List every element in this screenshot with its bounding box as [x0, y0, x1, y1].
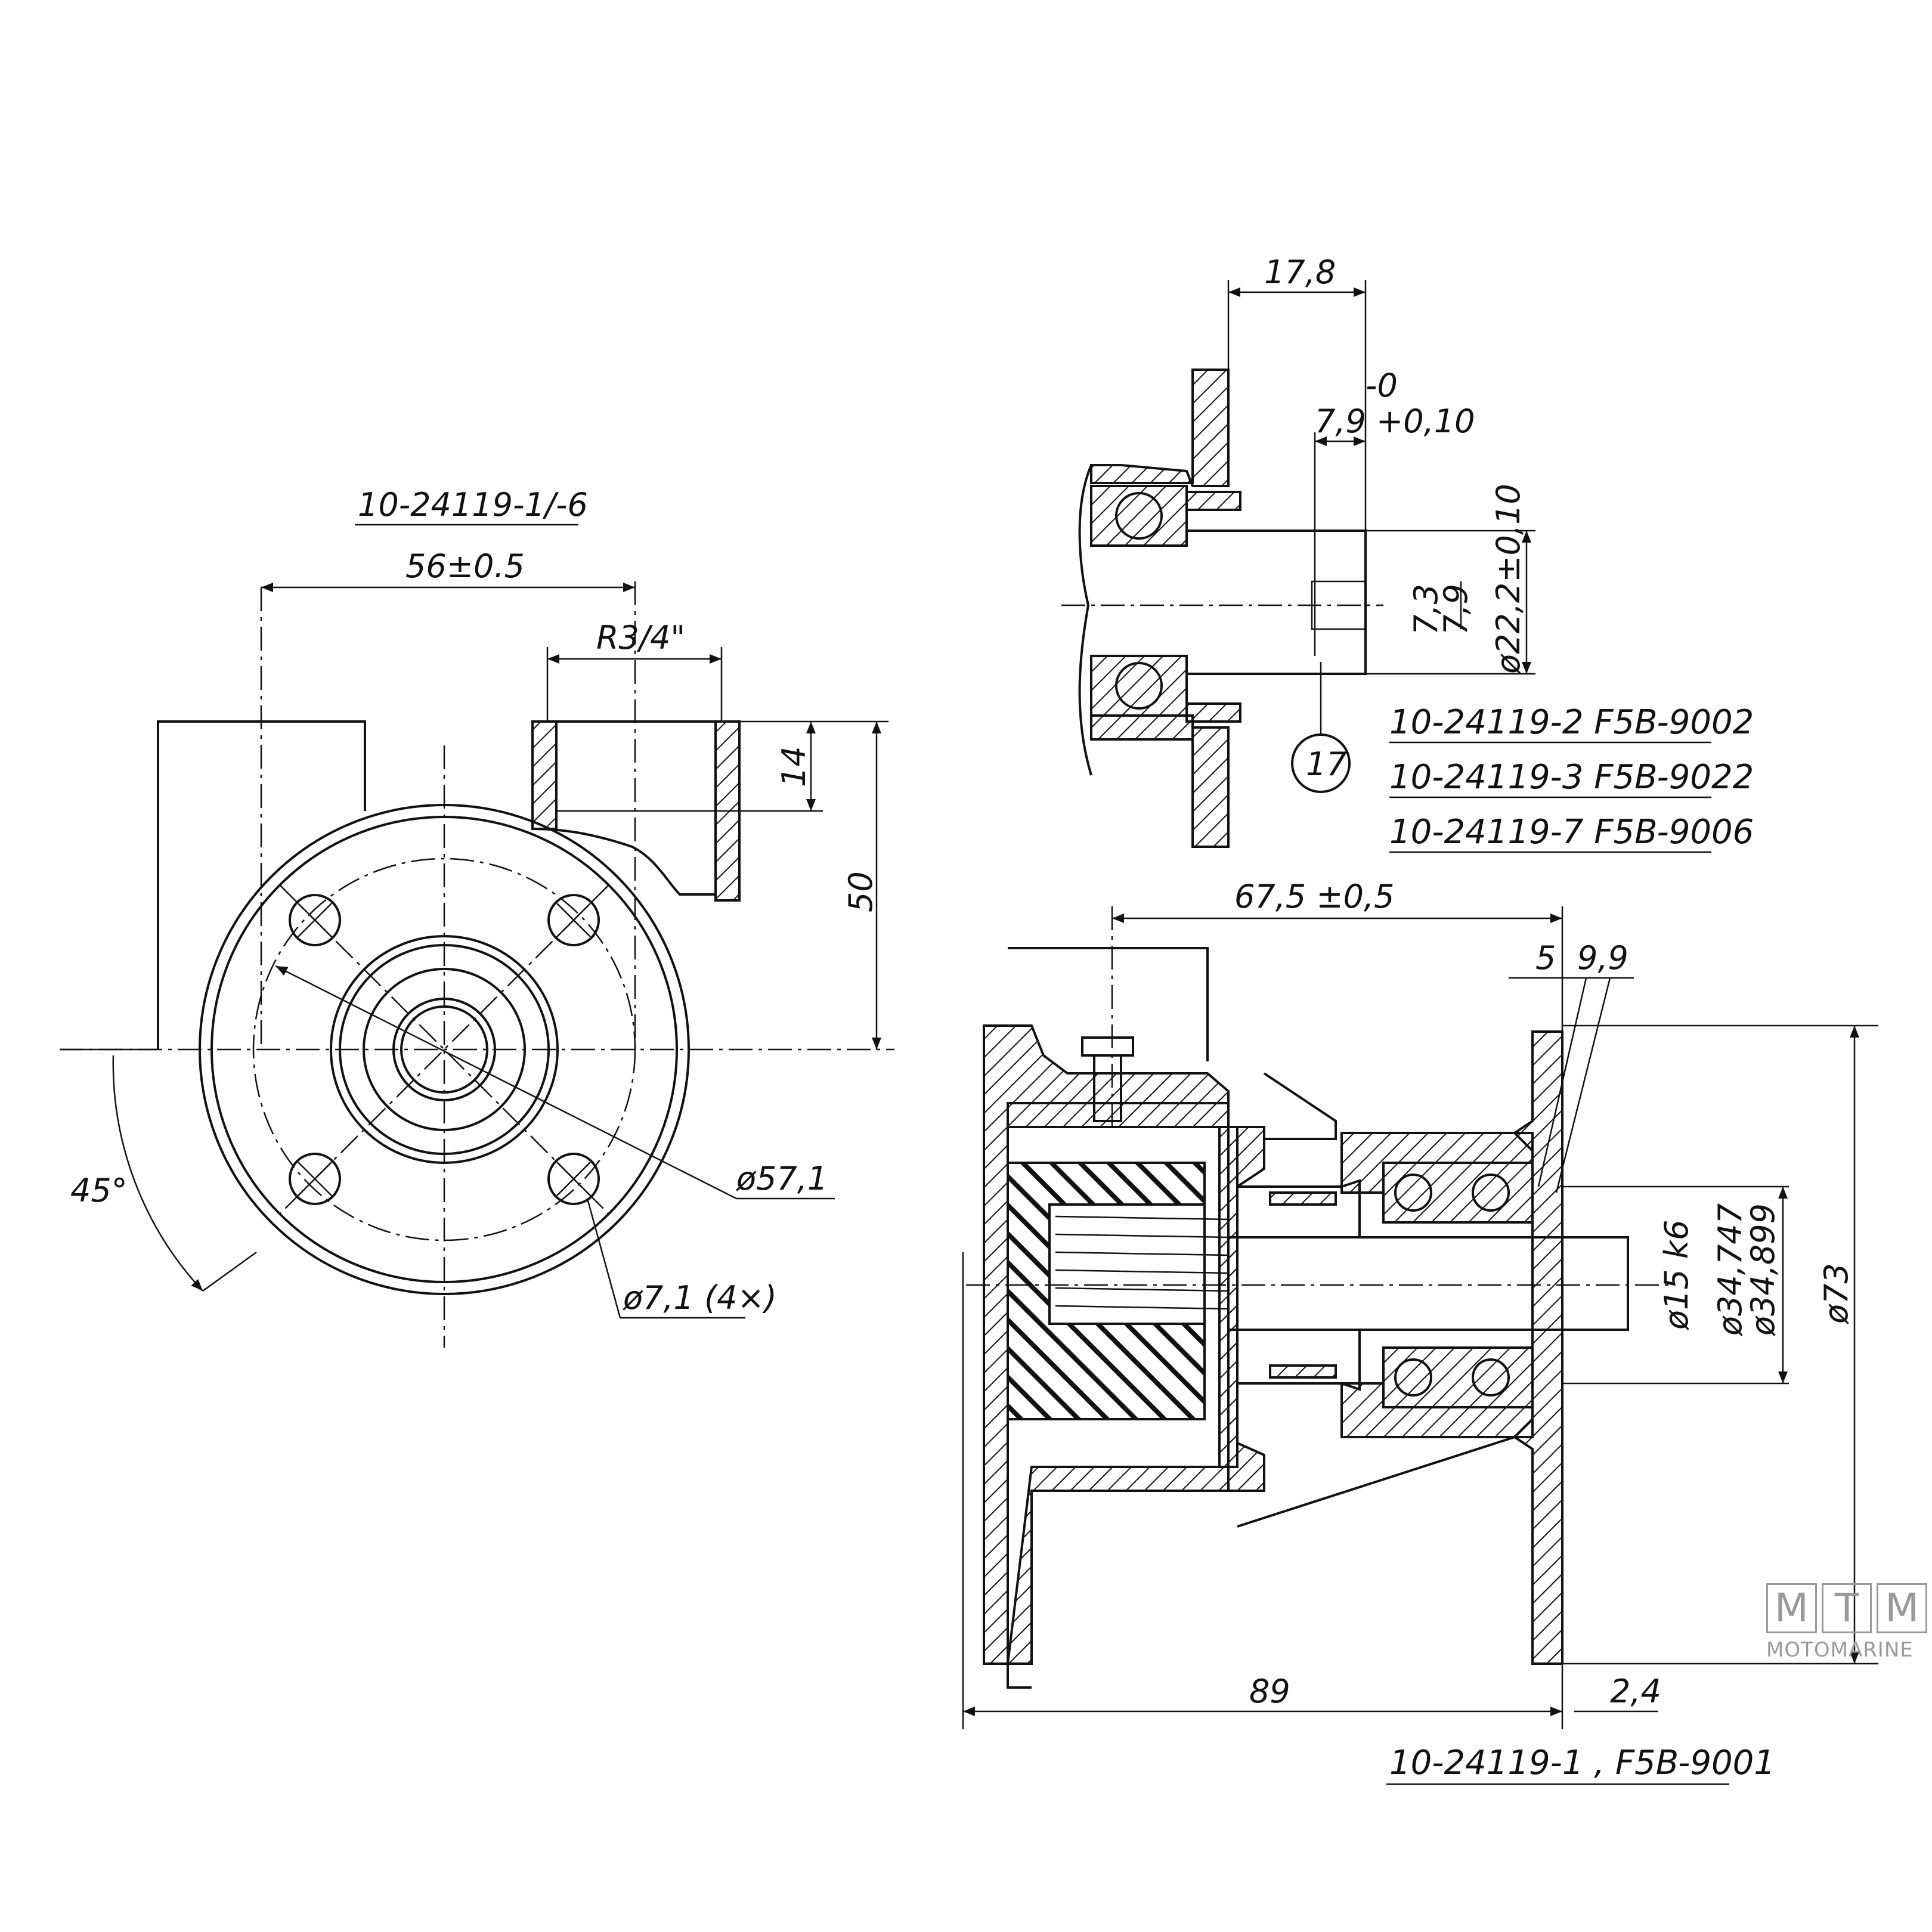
dim-shaft: ø22,2±0,10 — [1490, 484, 1527, 674]
dim-thread: R3/4" — [596, 619, 685, 657]
front-view: 10-24119-1/-6 56±0.5 R3/4" 14 50 — [60, 486, 894, 1348]
dim-bearing-a: ø34,747 — [1711, 1203, 1749, 1336]
section-part-label: 10-24119-1 , F5B-9001 — [1389, 1744, 1775, 1782]
dim-73: ø73 — [1818, 1263, 1855, 1324]
variant-1: 10-24119-2 F5B-9002 — [1389, 703, 1754, 742]
balloon-17: 17 — [1306, 745, 1347, 783]
variant-3: 10-24119-7 F5B-9006 — [1389, 813, 1754, 852]
dim-9-9: 9,9 — [1577, 939, 1628, 977]
dim-67-5: 67,5 ±0,5 — [1234, 878, 1395, 915]
dim-holes: ø7,1 (4×) — [623, 1279, 777, 1317]
front-view-title: 10-24119-1/-6 — [358, 486, 588, 524]
dim-key: 7,9 +0,10 — [1315, 402, 1475, 440]
tol-upper: -0 — [1366, 367, 1398, 404]
dim-5: 5 — [1535, 939, 1556, 977]
dim-bearing-b: ø34,899 — [1744, 1203, 1782, 1336]
dim-2-4: 2,4 — [1610, 1673, 1661, 1710]
dim-14: 14 — [775, 746, 813, 787]
dim-shaft-k6: ø15 k6 — [1658, 1219, 1695, 1330]
dim-7-3: 7,3 — [1407, 584, 1445, 635]
logo-letter-3: M — [1877, 1583, 1928, 1633]
dim-50: 50 — [842, 871, 880, 912]
logo-text: MOTOMARINE — [1766, 1638, 1914, 1662]
dim-17-8: 17,8 — [1264, 253, 1336, 291]
dim-7-9: 7,9 — [1437, 584, 1475, 635]
dim-bolt-circle: ø57,1 — [736, 1160, 828, 1197]
section-view: 67,5 ±0,5 5 9,9 — [962, 878, 1878, 1785]
logo-letter-1: M — [1766, 1583, 1817, 1633]
detail-view: 17,8 -0 7,9 +0,10 ø22,2±0,10 7,3 7,9 — [1061, 253, 1754, 853]
dim-56: 56±0.5 — [405, 547, 525, 585]
variant-2: 10-24119-3 F5B-9022 — [1389, 758, 1754, 797]
logo-letter-2: T — [1821, 1583, 1872, 1633]
brand-logo: M T M MOTOMARINE — [1766, 1583, 1928, 1667]
impeller-splines — [1055, 1215, 1229, 1310]
dim-45: 45° — [70, 1172, 128, 1209]
dim-89: 89 — [1249, 1673, 1290, 1710]
